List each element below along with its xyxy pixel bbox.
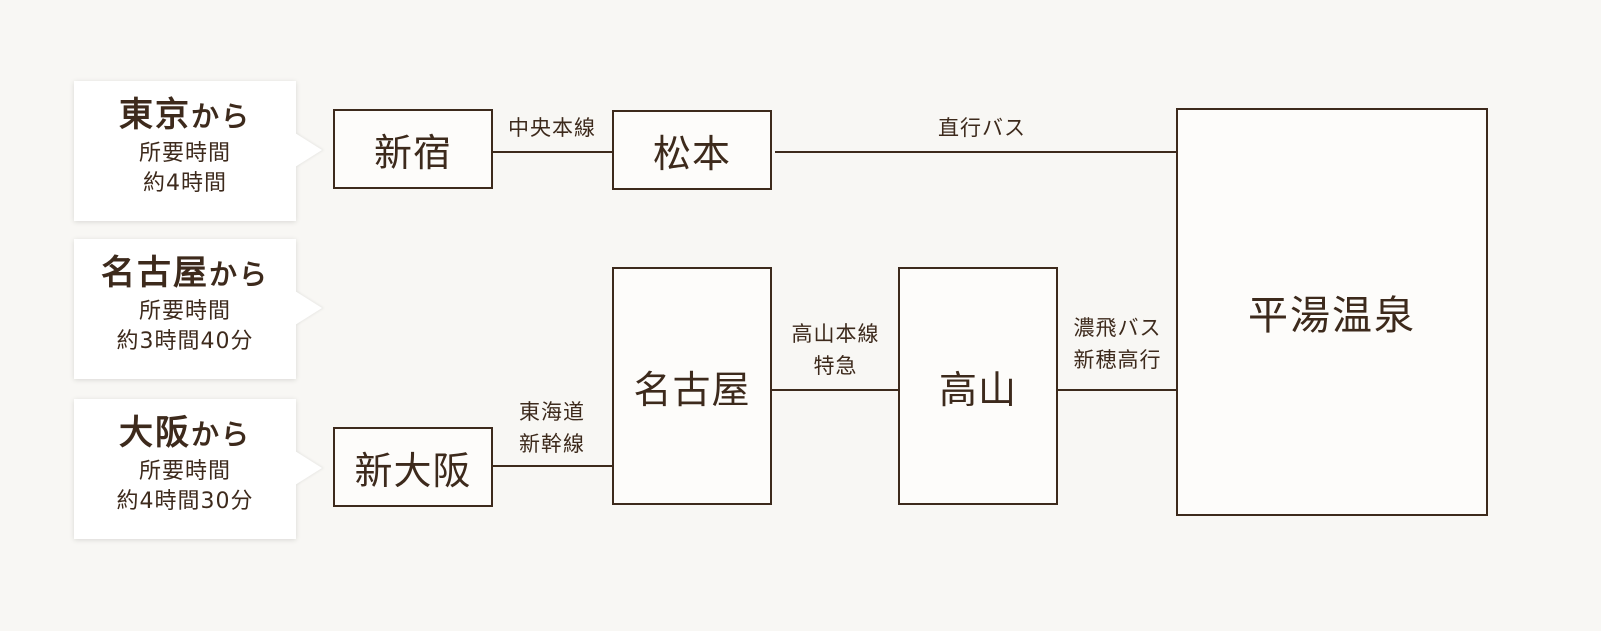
travel-time-value: 約4時間 (143, 171, 227, 196)
origin-title: 東京から (118, 95, 251, 135)
travel-time-label: 所要時間 (138, 299, 231, 324)
origin-callout-osaka: 大阪から 所要時間 約4時間30分 (74, 399, 296, 539)
travel-time-label: 所要時間 (138, 459, 231, 484)
origin-callout-nagoya: 名古屋から 所要時間 約3時間40分 (74, 239, 296, 379)
route-label-chuo: 中央本線 (508, 116, 596, 140)
travel-time-value: 約3時間40分 (116, 329, 254, 354)
station-matsumoto: 松本 (612, 110, 772, 190)
route-label-nohi-bus: 濃飛バス 新穂高行 (1073, 316, 1162, 372)
destination-hirayu-onsen: 平湯温泉 (1176, 108, 1488, 516)
station-shinjuku: 新宿 (333, 109, 493, 189)
origin-title: 大阪から (118, 413, 251, 453)
route-line-takayama (772, 389, 899, 391)
route-line-nohi-bus (1058, 389, 1177, 391)
route-label-tokaido: 東海道 新幹線 (519, 400, 585, 456)
station-shin-osaka: 新大阪 (333, 427, 493, 507)
origin-callout-tokyo: 東京から 所要時間 約4時間 (74, 81, 296, 221)
station-nagoya: 名古屋 (612, 267, 772, 505)
route-line-chuo (492, 151, 612, 153)
route-label-takayama-line: 高山本線 特急 (791, 322, 880, 378)
route-label-direct-bus: 直行バス (938, 116, 1026, 140)
route-line-direct-bus (775, 151, 1177, 153)
travel-time-label: 所要時間 (138, 141, 231, 166)
route-line-tokaido (492, 465, 612, 467)
origin-title: 名古屋から (100, 253, 269, 293)
travel-time-value: 約4時間30分 (116, 489, 254, 514)
station-takayama: 高山 (898, 267, 1058, 505)
